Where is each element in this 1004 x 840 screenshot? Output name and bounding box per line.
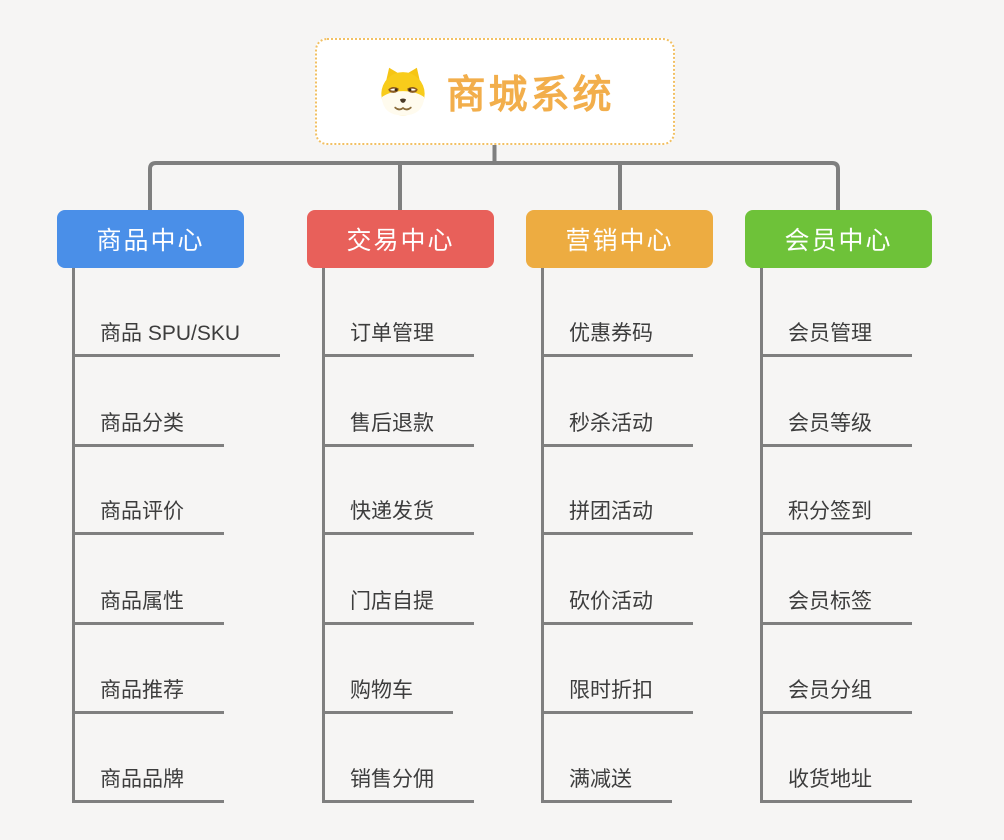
branch-marketing-center: 营销中心 优惠券码 秒杀活动 拼团活动 砍价活动 限时折扣 满减送: [526, 210, 713, 803]
leaf-topic[interactable]: 订单管理: [322, 315, 474, 357]
leaf-topic[interactable]: 商品 SPU/SKU: [72, 315, 281, 357]
root-topic-label: 商城系统: [446, 73, 615, 117]
leaf-topic[interactable]: 砍价活动: [541, 583, 693, 625]
leaf-topic[interactable]: 积分签到: [760, 493, 912, 535]
branch-member-center: 会员中心 会员管理 会员等级 积分签到 会员标签 会员分组 收货地址: [745, 210, 932, 803]
branch-trunk-line: [760, 268, 763, 803]
leaf-topic[interactable]: 会员分组: [760, 672, 912, 714]
leaf-topic[interactable]: 快递发货: [322, 493, 474, 535]
leaf-topic[interactable]: 收货地址: [760, 761, 912, 803]
leaf-topic[interactable]: 商品评价: [72, 493, 224, 535]
branch-trunk-line: [72, 268, 75, 803]
leaf-topic[interactable]: 商品品牌: [72, 761, 224, 803]
leaf-topic[interactable]: 会员等级: [760, 405, 912, 447]
leaf-topic[interactable]: 会员管理: [760, 315, 912, 357]
leaf-topic[interactable]: 商品推荐: [72, 672, 224, 714]
leaf-topic[interactable]: 优惠券码: [541, 315, 693, 357]
leaf-topic[interactable]: 销售分佣: [322, 761, 474, 803]
branch-node-member-center[interactable]: 会员中心: [745, 210, 932, 268]
leaf-topic[interactable]: 限时折扣: [541, 672, 693, 714]
leaf-topic[interactable]: 购物车: [322, 672, 453, 714]
leaf-topic[interactable]: 满减送: [541, 761, 672, 803]
branch-node-trade-center[interactable]: 交易中心: [307, 210, 494, 268]
leaf-topic[interactable]: 门店自提: [322, 583, 474, 625]
branch-trunk-line: [322, 268, 325, 803]
leaf-topic[interactable]: 会员标签: [760, 583, 912, 625]
branch-node-marketing-center[interactable]: 营销中心: [526, 210, 713, 268]
leaf-topic[interactable]: 商品分类: [72, 405, 224, 447]
branch-trunk-line: [541, 268, 544, 803]
branch-product-center: 商品中心 商品 SPU/SKU 商品分类 商品评价 商品属性 商品推荐 商品品牌: [57, 210, 281, 803]
leaf-topic[interactable]: 秒杀活动: [541, 405, 693, 447]
shiba-dog-icon: [381, 67, 426, 115]
leaf-topic[interactable]: 拼团活动: [541, 493, 693, 535]
branch-node-product-center[interactable]: 商品中心: [57, 210, 244, 268]
branch-trade-center: 交易中心 订单管理 售后退款 快递发货 门店自提 购物车 销售分佣: [307, 210, 494, 803]
root-topic[interactable]: 商城系统: [315, 38, 675, 145]
leaf-topic[interactable]: 商品属性: [72, 583, 224, 625]
leaf-topic[interactable]: 售后退款: [322, 405, 474, 447]
